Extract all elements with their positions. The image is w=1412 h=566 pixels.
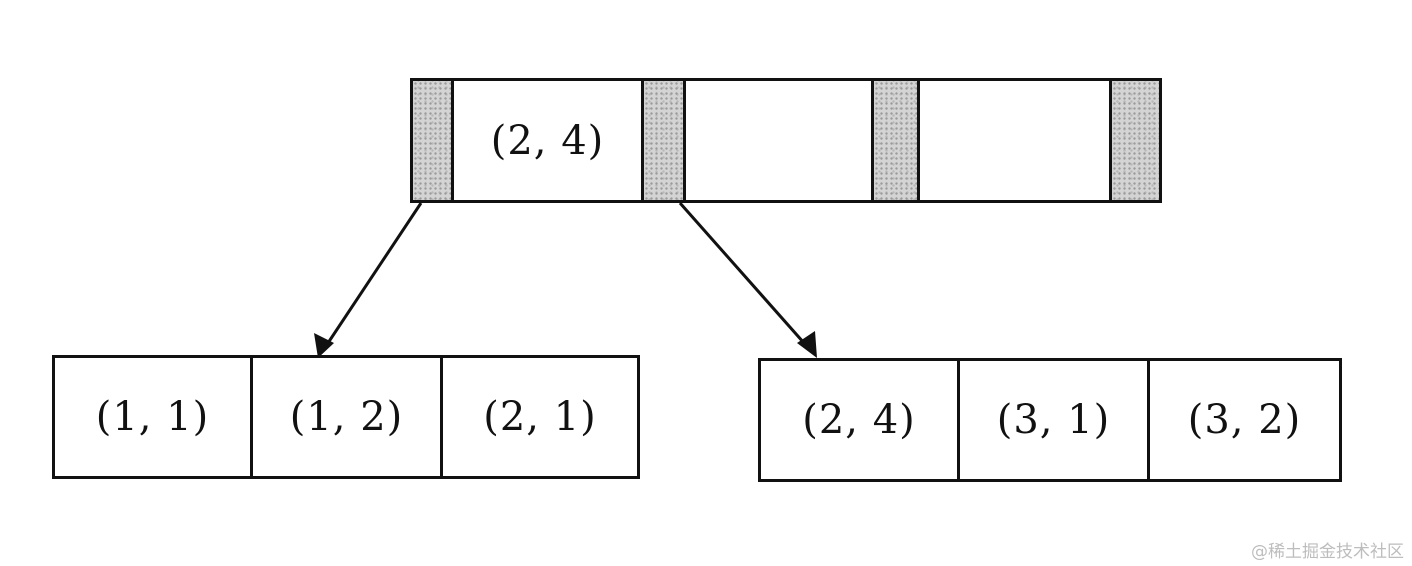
root-key-1: (2, 4) bbox=[451, 81, 641, 200]
arrowhead-right bbox=[797, 331, 817, 358]
right-leaf-node: (2, 4) (3, 1) (3, 2) bbox=[758, 358, 1342, 482]
watermark: @稀土掘金技术社区 bbox=[1251, 542, 1404, 562]
root-key-3 bbox=[917, 81, 1109, 200]
right-leaf-key-2: (3, 1) bbox=[957, 361, 1147, 479]
root-pointer-0 bbox=[413, 81, 451, 200]
root-node: (2, 4) bbox=[410, 78, 1162, 203]
left-leaf-key-2: (1, 2) bbox=[250, 358, 440, 476]
right-leaf-key-1: (2, 4) bbox=[802, 397, 916, 443]
root-pointer-2 bbox=[871, 81, 917, 200]
left-leaf-key-1: (1, 1) bbox=[95, 394, 210, 440]
root-pointer-3 bbox=[1109, 81, 1159, 200]
root-key-2 bbox=[683, 81, 871, 200]
root-pointer-1 bbox=[641, 81, 683, 200]
right-leaf-key-3: (3, 2) bbox=[1147, 361, 1339, 479]
left-leaf-node: (1, 1) (1, 2) (2, 1) bbox=[52, 355, 640, 479]
left-leaf-key-3: (2, 1) bbox=[440, 358, 637, 476]
edge-root-to-right-leaf bbox=[678, 202, 814, 353]
edge-root-to-left-leaf bbox=[320, 202, 423, 353]
